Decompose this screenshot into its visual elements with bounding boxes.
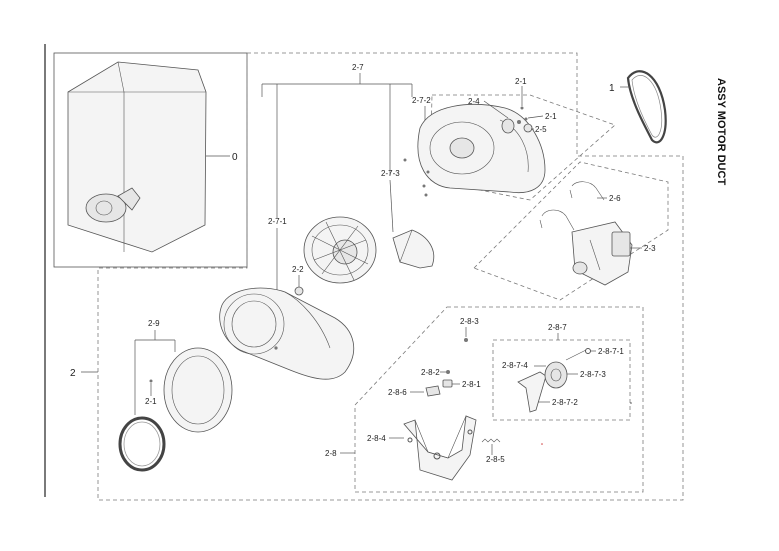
assembly-2-boundary	[97, 52, 684, 501]
callout-2-1-left: 2-1	[145, 397, 157, 406]
duct-ring-frame	[163, 347, 233, 433]
callout-2: 2	[70, 368, 76, 379]
callout-2-8-7-1: 2-8-7-1	[598, 347, 624, 356]
callout-2-8-4: 2-8-4	[367, 434, 386, 443]
motor-mount-bracket	[403, 415, 477, 481]
diagram-title: ASSY MOTOR DUCT	[715, 78, 727, 185]
callout-2-8-7-3: 2-8-7-3	[580, 370, 606, 379]
callout-2-8-5: 2-8-5	[486, 455, 505, 464]
callout-2-9: 2-9	[148, 319, 160, 328]
callout-2-8-6: 2-8-6	[388, 388, 407, 397]
dryer-cabinet	[67, 61, 207, 253]
callout-2-7: 2-7	[352, 63, 364, 72]
callout-2-8: 2-8	[325, 449, 337, 458]
bracket-assembly-boundary	[354, 306, 644, 493]
drive-motor	[571, 221, 633, 286]
idler-pulley	[501, 106, 533, 134]
bracket-clip	[425, 385, 441, 397]
callout-2-8-3: 2-8-3	[460, 317, 479, 326]
callout-2-7-1: 2-7-1	[268, 217, 287, 226]
callout-2-8-7-4: 2-8-7-4	[502, 361, 528, 370]
callout-2-8-7: 2-8-7	[548, 323, 567, 332]
callout-2-7-3: 2-7-3	[381, 169, 400, 178]
tension-spring	[481, 438, 501, 443]
callout-2-5: 2-5	[535, 125, 547, 134]
tensioner-shaft	[565, 348, 591, 361]
tensioner-arm	[517, 371, 547, 413]
bracket-fastener	[442, 379, 453, 388]
callout-2-8-1: 2-8-1	[462, 380, 481, 389]
front-duct-housing	[219, 287, 354, 380]
tensioner-pulley	[544, 361, 568, 389]
callout-2-2: 2-2	[292, 265, 304, 274]
duct-seal-ring	[118, 416, 166, 472]
callout-1: 1	[609, 83, 615, 94]
callout-2-6: 2-6	[609, 194, 621, 203]
fan-nut	[294, 286, 304, 296]
callout-2-4: 2-4	[468, 97, 480, 106]
duct-flap	[392, 229, 435, 269]
callout-2-1-top: 2-1	[515, 77, 527, 86]
motor-clips	[539, 181, 605, 231]
callout-2-7-2: 2-7-2	[412, 96, 431, 105]
callout-2-3: 2-3	[644, 244, 656, 253]
tensioner-boundary	[492, 339, 631, 421]
callout-0: 0	[232, 152, 238, 163]
callout-2-8-7-2: 2-8-7-2	[552, 398, 578, 407]
belt-part	[626, 70, 667, 144]
blower-fan	[303, 216, 377, 284]
callout-2-1-right: 2-1	[545, 112, 557, 121]
callout-2-8-2: 2-8-2	[421, 368, 440, 377]
